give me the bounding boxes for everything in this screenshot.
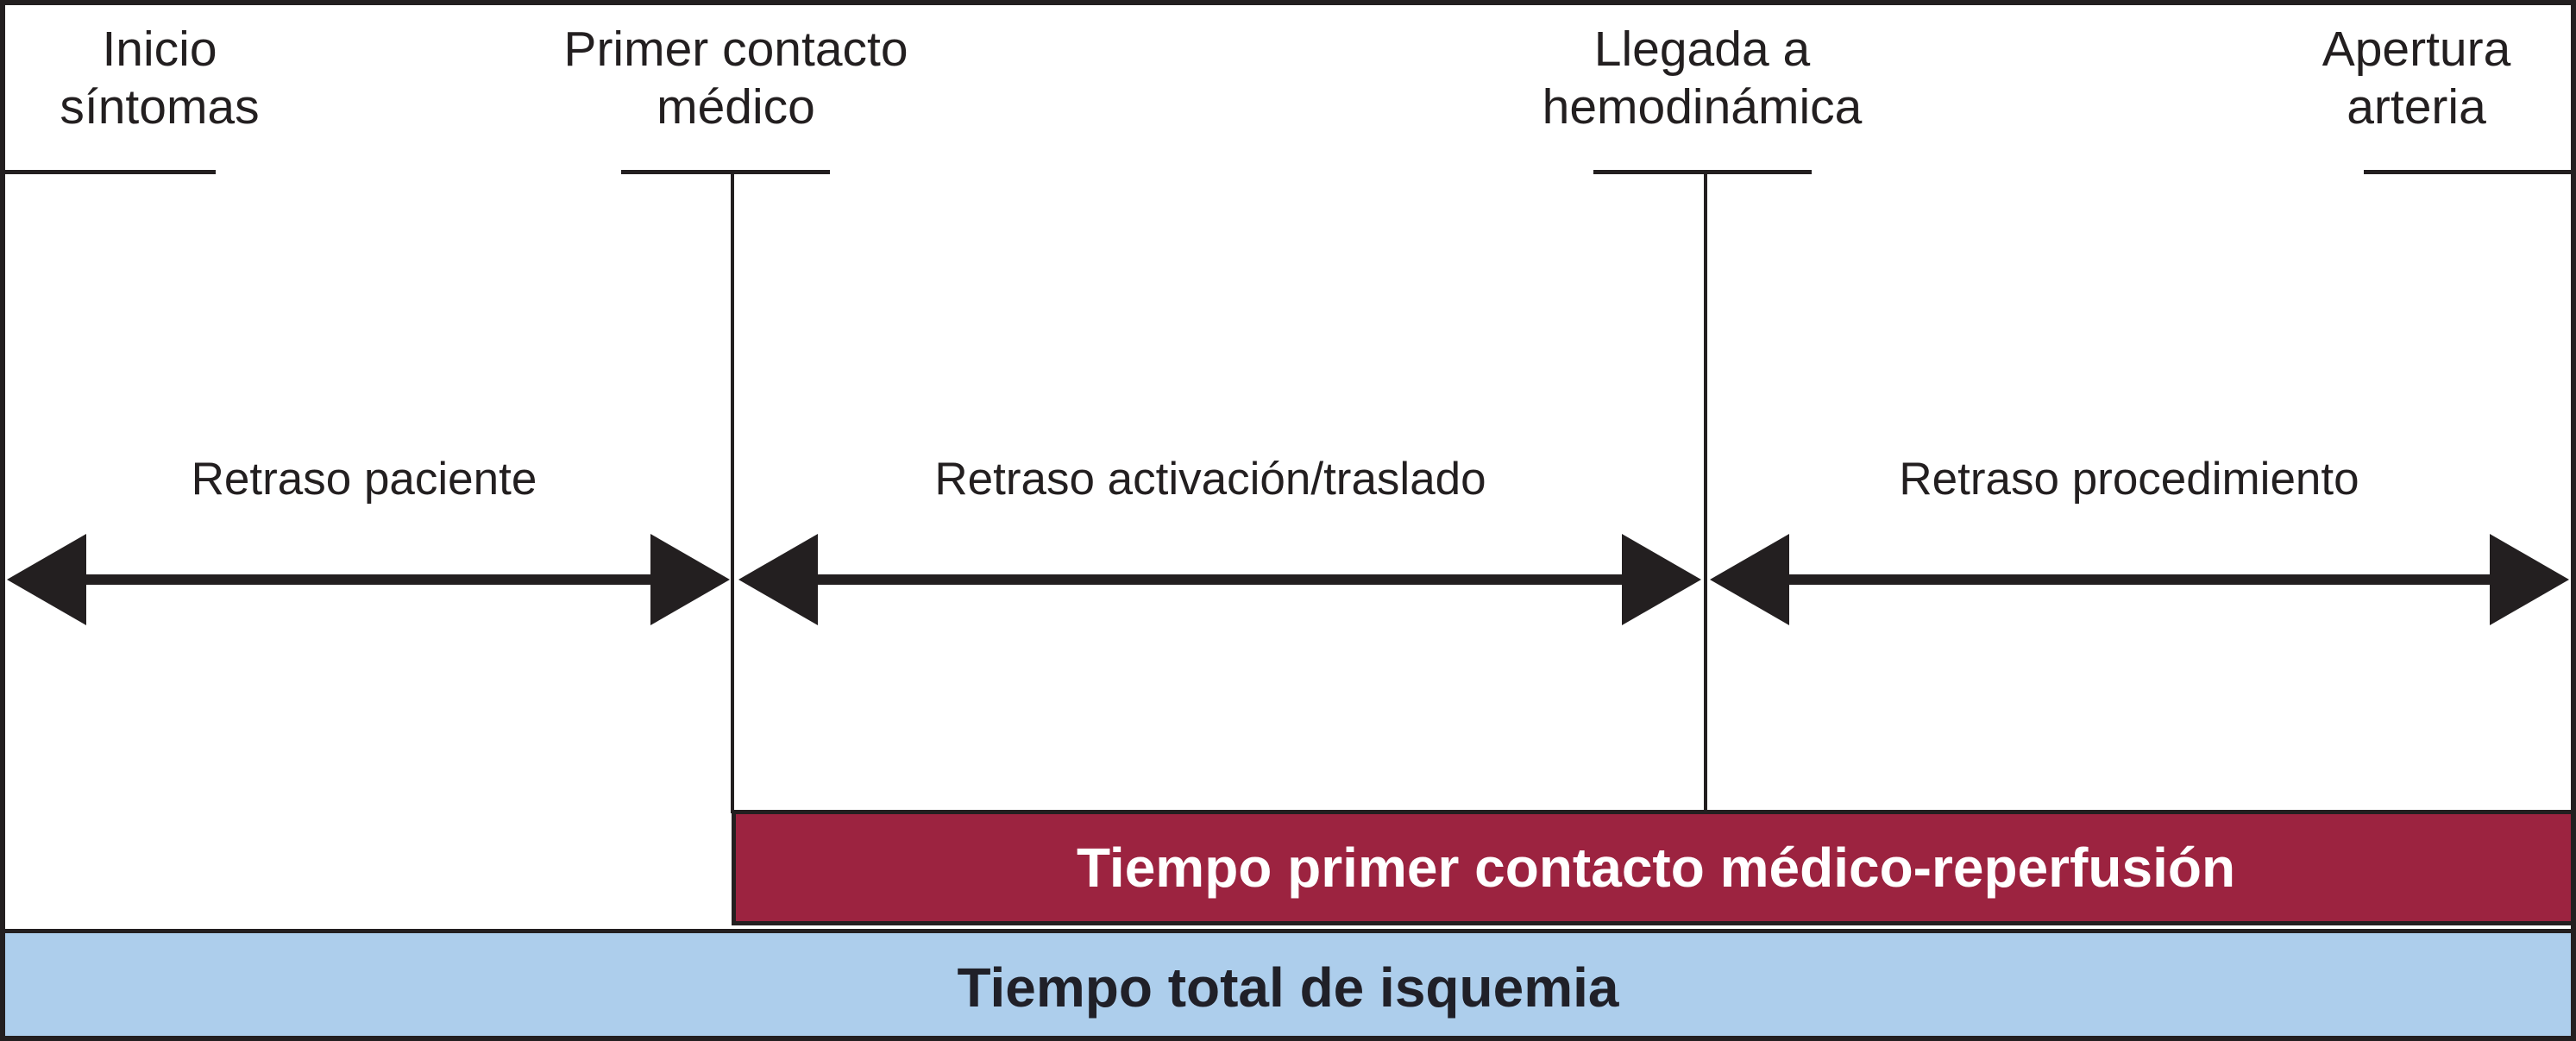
arrow-shaft [84,574,653,585]
divider-line-primer-contacto [731,170,734,813]
delay-label-retraso-procedimiento: Retraso procedimiento [1899,454,2359,505]
milestone-inicio-sintomas: Inicio síntomas [60,21,259,136]
bar-tiempo-pcm-reperfusion: Tiempo primer contacto médico-reperfusió… [732,810,2576,925]
arrowhead-right-icon [650,534,730,625]
arrowhead-left-icon [7,534,86,625]
tick-primer-contacto-medico [621,170,830,174]
arrowhead-right-icon [2490,534,2569,625]
tick-apertura-arteria [2364,170,2576,174]
milestone-llegada-hemodinamica: Llegada a hemodinámica [1542,21,1863,136]
milestone-line2: síntomas [60,79,260,135]
bar-label: Tiempo total de isquemia [957,956,1619,1019]
delay-label-retraso-paciente: Retraso paciente [191,454,537,505]
milestone-line1: Apertura [2322,22,2511,77]
arrowhead-right-icon [1622,534,1701,625]
milestone-line2: arteria [2347,79,2486,135]
bar-label: Tiempo primer contacto médico-reperfusió… [1076,837,2236,899]
tick-inicio-sintomas [0,170,216,174]
arrowhead-left-icon [738,534,818,625]
arrowhead-left-icon [1710,534,1789,625]
arrow-shaft [1787,574,2492,585]
arrow-retraso-activacion-traslado [738,534,1701,625]
arrow-retraso-paciente [7,534,730,625]
divider-line-llegada-hemodinamica [1704,170,1707,813]
milestone-line1: Inicio [102,22,217,77]
milestone-apertura-arteria: Apertura arteria [2322,21,2511,136]
arrow-retraso-procedimiento [1710,534,2569,625]
arrow-shaft [815,574,1624,585]
milestone-line1: Llegada a [1593,22,1811,77]
milestone-primer-contacto-medico: Primer contacto médico [563,21,908,136]
milestone-line1: Primer contacto [563,22,908,77]
delay-label-retraso-activacion: Retraso activación/traslado [934,454,1486,505]
tick-llegada-hemodinamica [1593,170,1812,174]
milestone-line2: médico [657,79,815,135]
milestone-line2: hemodinámica [1542,79,1863,135]
bar-tiempo-total-isquemia: Tiempo total de isquemia [0,929,2576,1041]
